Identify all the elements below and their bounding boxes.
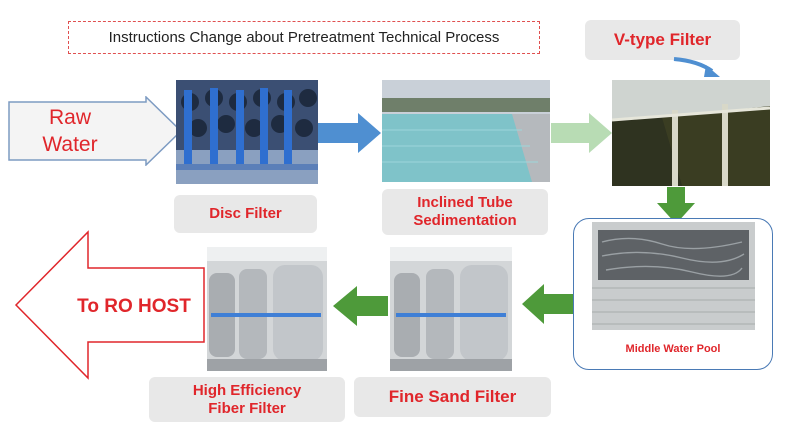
raw-water-label-line2: Water (42, 133, 98, 156)
to-ro-host-label: To RO HOST (77, 296, 191, 317)
arrow-sedimentation-to-vfilter (551, 113, 613, 158)
fiber-filter-label-line1: High Efficiency (192, 381, 302, 399)
fiber-filter-label-line2: Fiber Filter (208, 399, 286, 417)
inclined-tube-photo (382, 80, 550, 182)
inclined-tube-label: Inclined Tube Sedimentation (382, 189, 548, 235)
disc-filter-photo (176, 80, 318, 184)
fine-sand-filter-label-text: Fine Sand Filter (388, 386, 517, 406)
arrow-finesand-to-fiber (333, 286, 389, 331)
fine-sand-filter-photo (390, 247, 512, 371)
to-ro-host-arrow (14, 230, 206, 385)
disc-filter-label-text: Disc Filter (209, 205, 282, 222)
middle-water-pool-label: Middle Water Pool (625, 343, 721, 355)
v-type-filter-label: V-type Filter (585, 20, 740, 60)
arrow-vfilter-to-pool (656, 187, 696, 230)
inclined-tube-label-line1: Inclined Tube (417, 194, 513, 211)
raw-water-label: Raw Water (20, 104, 120, 160)
fiber-filter-photo (207, 247, 327, 371)
middle-water-pool-photo (592, 222, 755, 330)
inclined-tube-label-line2: Sedimentation (413, 212, 517, 229)
v-type-filter-label-text: V-type Filter (613, 29, 712, 49)
fiber-filter-label: High Efficiency Fiber Filter (149, 377, 345, 422)
fine-sand-filter-label: Fine Sand Filter (354, 377, 551, 417)
v-type-pointer-arrow (672, 55, 722, 86)
diagram-title: Instructions Change about Pretreatment T… (68, 21, 540, 54)
arrow-disc-to-sedimentation (318, 113, 382, 158)
arrow-pool-to-finesand (522, 284, 574, 329)
raw-water-arrow (8, 95, 183, 167)
diagram-title-text: Instructions Change about Pretreatment T… (108, 29, 500, 46)
raw-water-label-line1: Raw (48, 106, 91, 129)
v-type-filter-photo (612, 80, 770, 186)
disc-filter-label: Disc Filter (174, 195, 317, 233)
